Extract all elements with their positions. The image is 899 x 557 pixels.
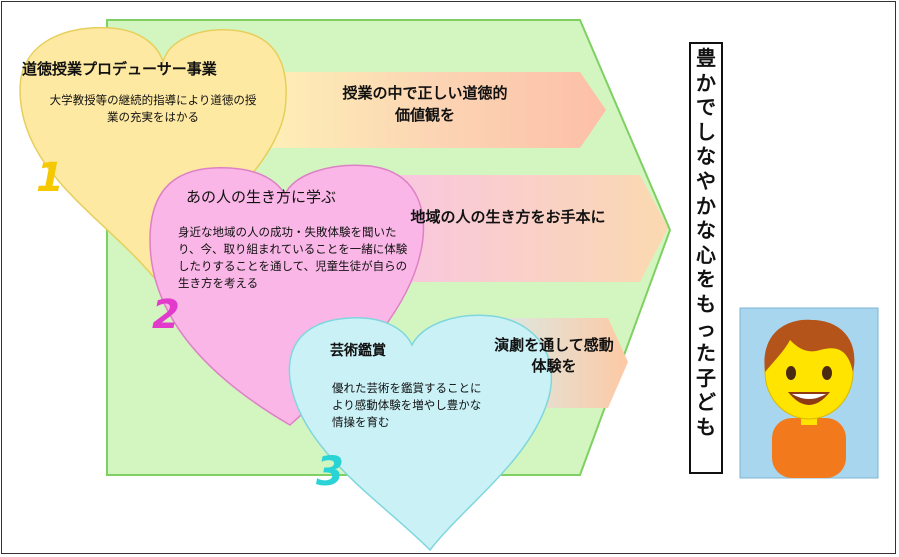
item2-description: 身近な地域の人の成功・失敗体験を聞いたり、今、取り組まれていることを一緒に体験し… xyxy=(178,225,408,290)
smiling-child-icon xyxy=(739,307,879,479)
goal-char: か xyxy=(696,70,716,95)
item1-title: 道徳授業プロデューサー事業 xyxy=(22,60,217,78)
arrow-2 xyxy=(350,175,668,282)
item2-title: あの人の生き方に学ぶ xyxy=(186,188,337,206)
goal-char: も xyxy=(696,291,716,316)
item3-number: 3 xyxy=(316,449,344,495)
goal-char: た xyxy=(696,341,716,366)
goal-char: も xyxy=(696,414,716,439)
item2-arrow-text: 地域の人の生き方をお手本に xyxy=(410,208,606,226)
item1-arrow-text: 授業の中で正しい道徳的価値観を xyxy=(342,84,508,124)
goal-char: な xyxy=(696,218,716,243)
goal-char: を xyxy=(696,267,716,292)
goal-char: か xyxy=(696,193,716,218)
goal-char: 心 xyxy=(696,242,716,267)
goal-char: 子 xyxy=(696,365,716,390)
goal-char: な xyxy=(696,144,716,169)
item3-description: 優れた芸術を鑑賞することにより感動体験を増やし豊かな情操を育む xyxy=(332,381,482,429)
item3-arrow-text: 演劇を通して感動体験を xyxy=(494,336,614,375)
item1-number: 1 xyxy=(36,155,64,201)
goal-vertical-box: 豊 か で し な や か な 心 を も っ た 子 ど も xyxy=(689,42,723,474)
goal-char: 豊 xyxy=(696,46,716,70)
goal-char: っ xyxy=(696,316,716,341)
item3-title: 芸術鑑賞 xyxy=(330,343,386,359)
goal-char: ど xyxy=(696,390,716,415)
arrow-1 xyxy=(250,72,606,148)
item1-description: 大学教授等の継続的指導により道徳の授業の充実をはかる xyxy=(49,93,257,124)
goal-char: で xyxy=(696,95,716,120)
goal-char: や xyxy=(696,168,716,193)
goal-char: し xyxy=(696,119,716,144)
item2-number: 2 xyxy=(152,292,180,338)
heart-3 xyxy=(288,314,553,552)
heart-1 xyxy=(19,26,287,287)
